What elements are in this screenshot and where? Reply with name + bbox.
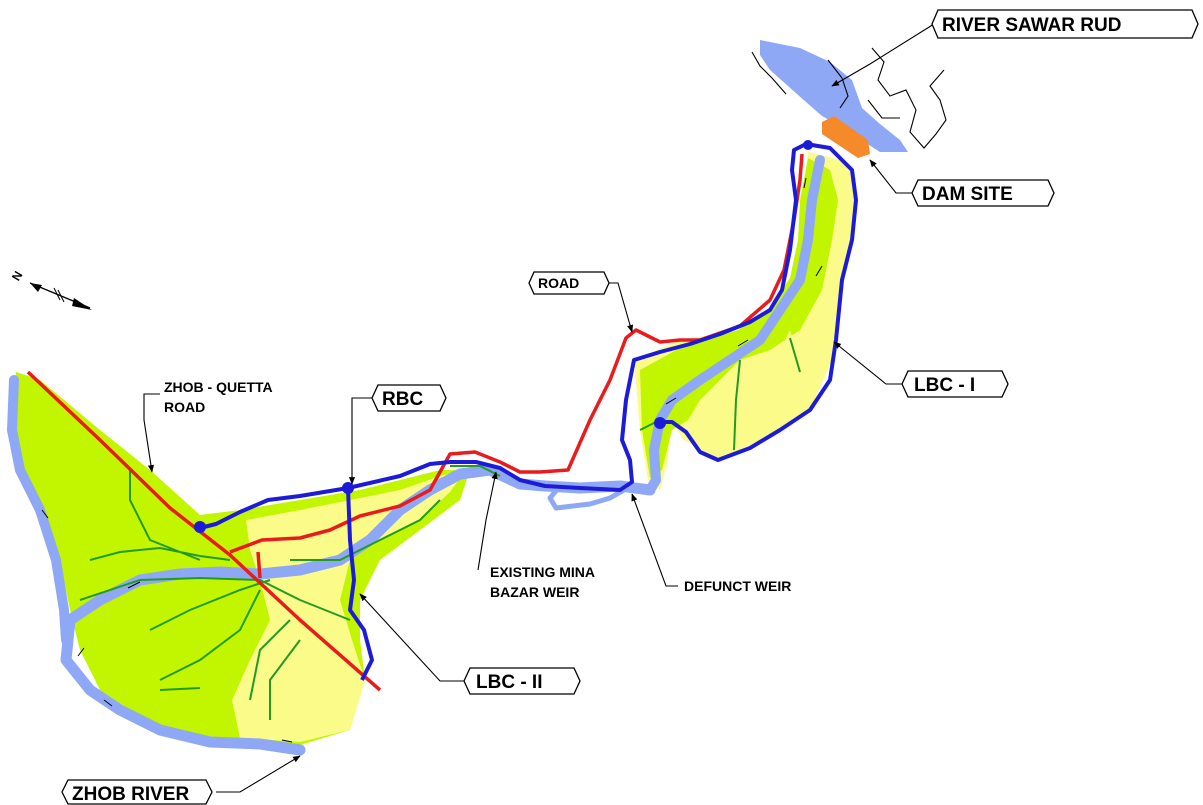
svg-text:LBC - I: LBC - I bbox=[914, 375, 975, 396]
svg-text:N: N bbox=[9, 269, 25, 284]
svg-text:DEFUNCT WEIR: DEFUNCT WEIR bbox=[684, 578, 791, 594]
svg-text:RBC: RBC bbox=[382, 389, 423, 410]
north-arrow: N bbox=[9, 269, 92, 310]
flow-arrows bbox=[41, 177, 823, 743]
label-zhob-river: ZHOB RIVER bbox=[61, 779, 213, 805]
svg-text:LBC - II: LBC - II bbox=[476, 672, 543, 693]
label-dam-site: DAM SITE bbox=[911, 179, 1055, 207]
svg-text:ROAD: ROAD bbox=[538, 275, 579, 291]
distributaries bbox=[79, 465, 501, 720]
label-zhob-quetta-road: ZHOB - QUETTA ROAD bbox=[164, 379, 273, 415]
label-defunct-weir: DEFUNCT WEIR bbox=[684, 578, 791, 594]
lower-command-area bbox=[10, 372, 470, 745]
upper-command-area bbox=[634, 152, 856, 490]
label-road: ROAD bbox=[528, 271, 610, 295]
svg-text:ZHOB RIVER: ZHOB RIVER bbox=[72, 784, 189, 805]
svg-text:BAZAR WEIR: BAZAR WEIR bbox=[490, 584, 579, 600]
svg-text:ZHOB - QUETTA: ZHOB - QUETTA bbox=[164, 379, 273, 395]
svg-text:EXISTING MINA: EXISTING MINA bbox=[490, 564, 595, 580]
svg-text:DAM SITE: DAM SITE bbox=[922, 184, 1013, 205]
label-rbc: RBC bbox=[371, 384, 447, 412]
dam-site-shape bbox=[822, 116, 870, 158]
svg-text:RIVER SAWAR RUD: RIVER SAWAR RUD bbox=[942, 15, 1121, 36]
canal-nodes bbox=[194, 140, 813, 533]
reservoir-area bbox=[751, 40, 947, 152]
label-lbc-ii: LBC - II bbox=[463, 667, 581, 695]
label-lbc-i: LBC - I bbox=[901, 370, 1009, 398]
leader-lines bbox=[143, 23, 935, 793]
label-river-sawar-rud: RIVER SAWAR RUD bbox=[931, 9, 1199, 39]
label-existing-mina-bazar-weir: EXISTING MINA BAZAR WEIR bbox=[490, 564, 595, 600]
svg-text:ROAD: ROAD bbox=[164, 399, 205, 415]
